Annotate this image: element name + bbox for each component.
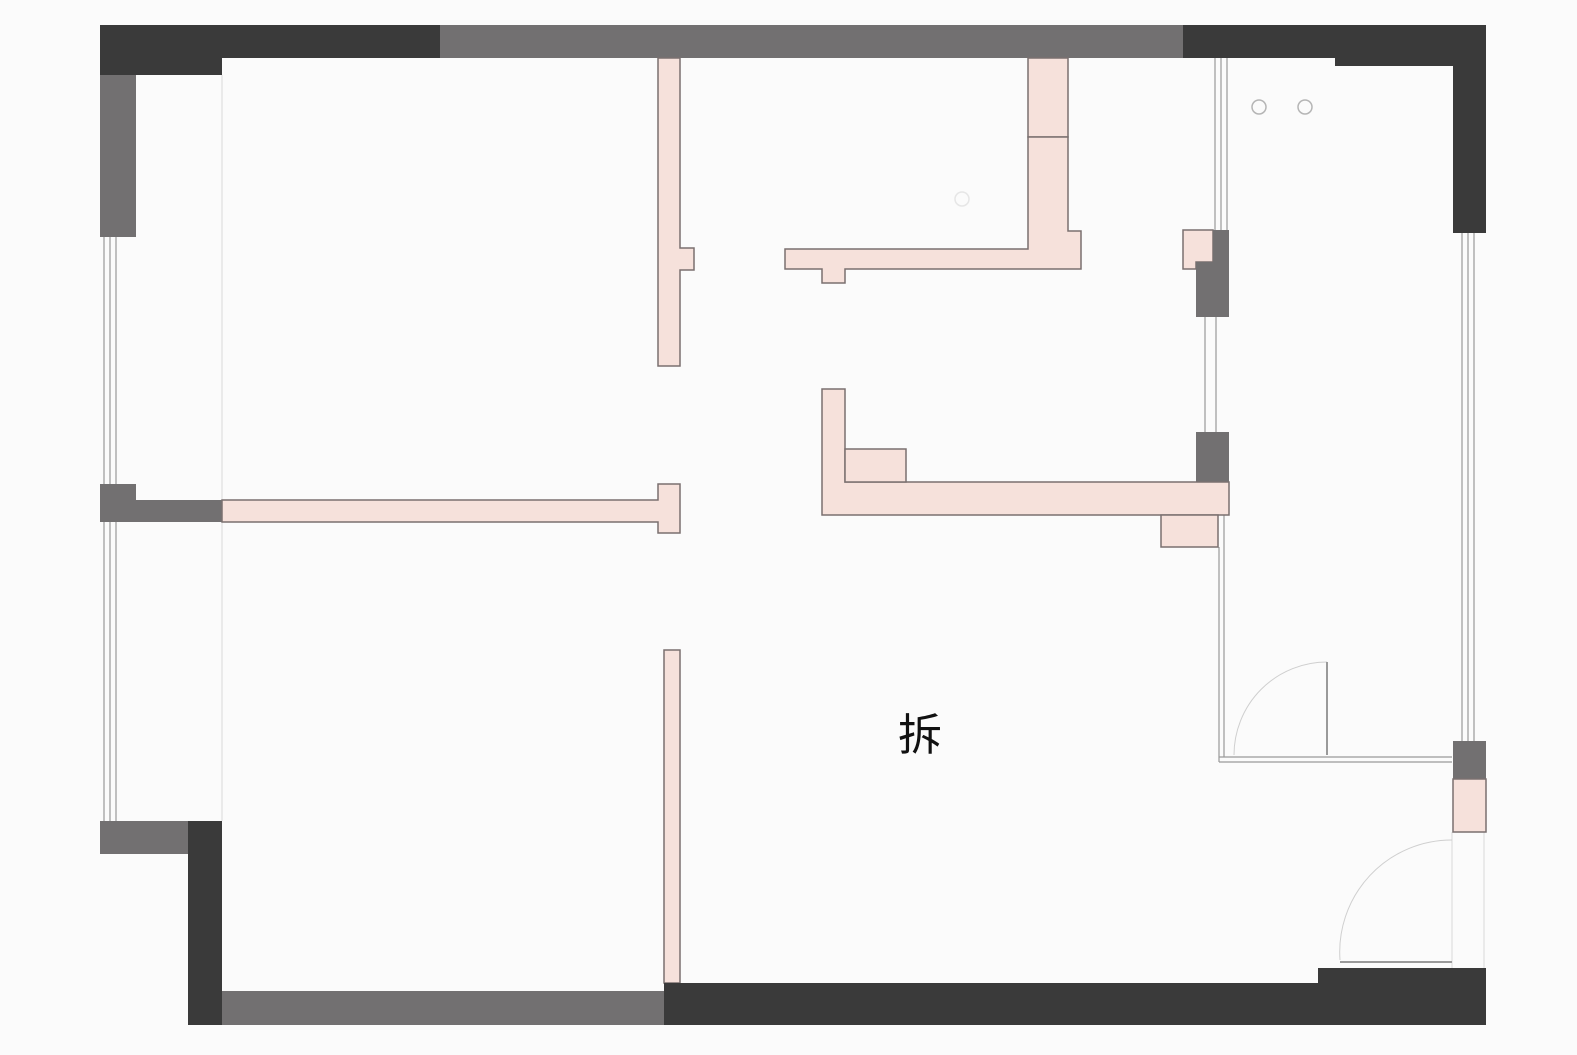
door-swing-arc	[1233, 661, 1328, 756]
demolish-wall	[663, 649, 681, 984]
load-bearing-wall	[1183, 25, 1486, 233]
drain-icon	[954, 191, 970, 207]
load-bearing-wall	[188, 821, 222, 1025]
exterior-wall	[440, 25, 1183, 58]
exterior-wall	[100, 75, 136, 237]
drain-icon	[1297, 99, 1313, 115]
windows	[103, 58, 1475, 821]
exterior-wall	[1196, 230, 1229, 317]
guide-lines	[221, 75, 1485, 968]
demolish-wall	[821, 388, 1230, 516]
load-bearing-wall	[100, 25, 440, 75]
demolish-wall	[844, 448, 907, 483]
door-swing-arc	[1339, 839, 1453, 961]
exterior-wall	[1196, 432, 1229, 482]
load-bearing-wall	[664, 968, 1486, 1025]
exterior-wall	[222, 991, 664, 1025]
demolish-wall	[1452, 778, 1487, 833]
doors	[1233, 661, 1453, 963]
demolish-wall	[784, 136, 1082, 284]
exterior-wall	[100, 821, 188, 854]
drain-icon	[1251, 99, 1267, 115]
fixtures	[954, 99, 1313, 207]
demolish-wall	[221, 483, 681, 534]
exterior-wall	[100, 484, 222, 522]
demolish-wall	[657, 57, 695, 367]
demolish-wall	[1027, 57, 1069, 138]
walls	[100, 25, 1487, 1025]
exterior-wall	[1453, 741, 1486, 779]
demolish-annotation: 拆	[898, 710, 942, 761]
demolish-wall	[1160, 514, 1219, 548]
